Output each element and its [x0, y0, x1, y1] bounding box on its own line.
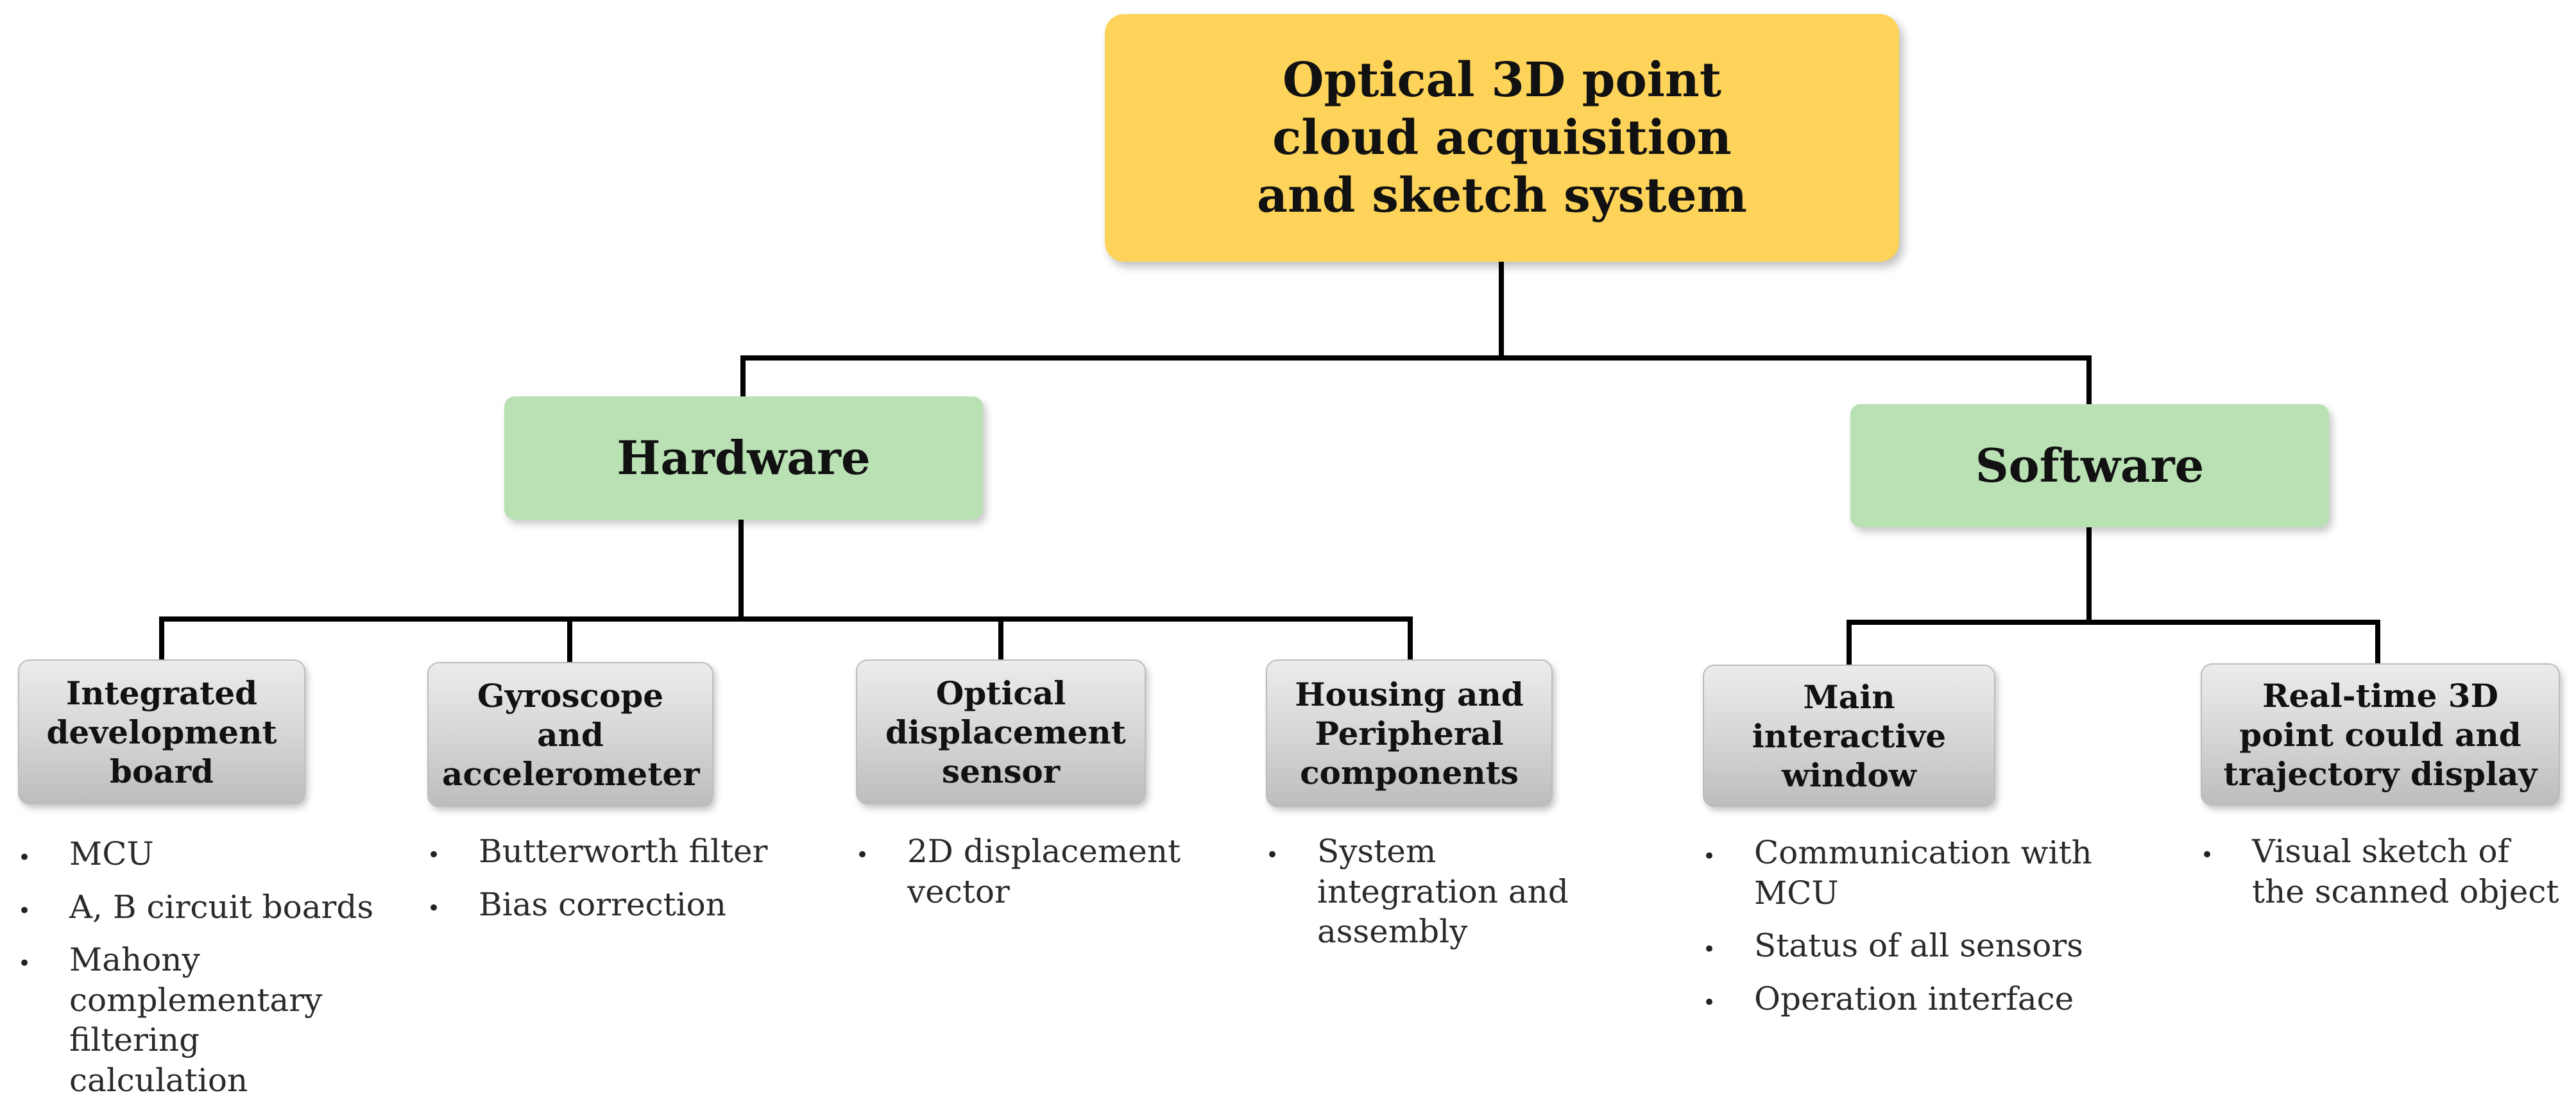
list-item: MCU	[18, 834, 377, 881]
list-item: 2D displacement vector	[856, 831, 1215, 912]
component-title: Main interactive window	[1752, 677, 1947, 794]
bullet-list-housing-peripheral: System integration and assembly	[1266, 831, 1599, 965]
component-title: Integrated development board	[46, 674, 277, 790]
bullet-list-optical-displacement-sensor: 2D displacement vector	[856, 831, 1215, 924]
component-title: Housing and Peripheral components	[1295, 675, 1524, 792]
list-item: Status of all sensors	[1703, 926, 2113, 973]
component-gyroscope-accelerometer: Gyroscope and accelerometer	[427, 662, 713, 807]
list-item: Butterworth filter	[427, 831, 787, 878]
component-title: Optical displacement sensor	[885, 674, 1126, 790]
root-title: Optical 3D point cloud acquisition and s…	[1257, 52, 1747, 224]
list-item: Operation interface	[1703, 979, 2113, 1026]
list-item: Communication with MCU	[1703, 833, 2113, 913]
bullet-list-main-interactive-window: Communication with MCU Status of all sen…	[1703, 833, 2113, 1032]
bullet-list-realtime-3d-display: Visual sketch of the scanned object	[2201, 831, 2566, 924]
component-realtime-3d-display: Real-time 3D point could and trajectory …	[2201, 663, 2560, 806]
list-item: System integration and assembly	[1266, 831, 1599, 952]
component-housing-peripheral: Housing and Peripheral components	[1266, 659, 1553, 807]
list-item: A, B circuit boards	[18, 887, 377, 934]
category-software: Software	[1850, 404, 2329, 527]
list-item: Bias correction	[427, 885, 787, 931]
component-integrated-development-board: Integrated development board	[18, 659, 305, 804]
category-hardware-title: Hardware	[617, 430, 871, 486]
root-node: Optical 3D point cloud acquisition and s…	[1105, 14, 1899, 262]
bullet-list-gyroscope-accelerometer: Butterworth filter Bias correction	[427, 831, 787, 937]
bullet-list-integrated-development-board: MCU A, B circuit boards Mahony complemen…	[18, 834, 377, 1113]
component-optical-displacement-sensor: Optical displacement sensor	[856, 659, 1146, 804]
connector-lines	[159, 259, 2380, 667]
component-title: Real-time 3D point could and trajectory …	[2223, 676, 2538, 793]
component-main-interactive-window: Main interactive window	[1703, 665, 1995, 807]
list-item: Mahony complementary filtering calculati…	[18, 940, 377, 1100]
component-title: Gyroscope and accelerometer	[442, 676, 700, 793]
list-item: Visual sketch of the scanned object	[2201, 831, 2566, 912]
category-software-title: Software	[1975, 438, 2205, 493]
category-hardware: Hardware	[504, 396, 983, 520]
